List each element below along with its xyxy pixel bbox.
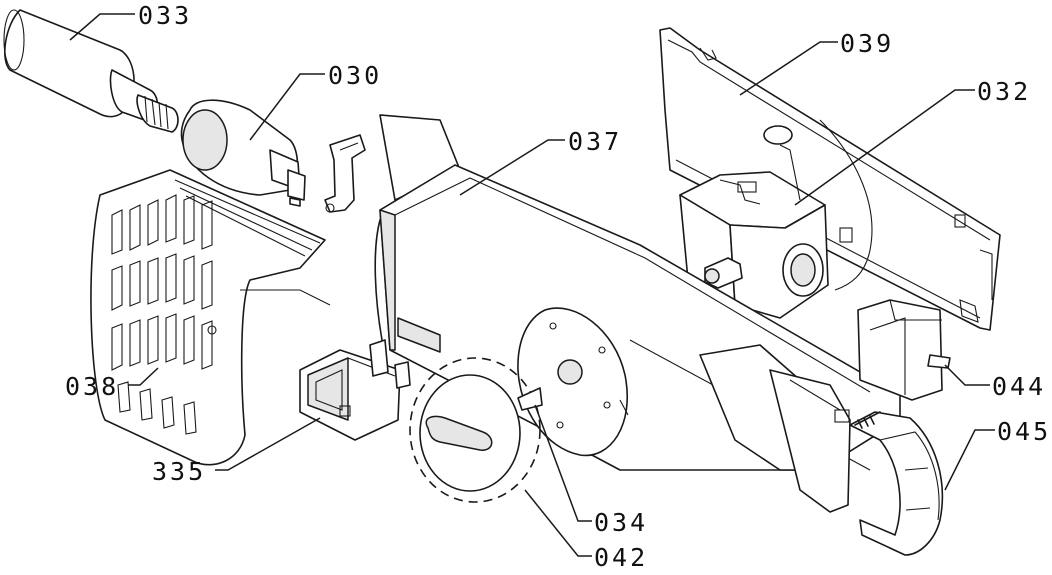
part-dial-plate: [517, 307, 629, 457]
part-main-housing: [374, 114, 901, 513]
label-037: 037: [568, 127, 622, 156]
label-030: 030: [328, 61, 382, 90]
leader-033: [69, 13, 135, 41]
part-knob: [409, 357, 543, 503]
label-039: 039: [840, 29, 894, 58]
label-045: 045: [997, 417, 1051, 446]
part-labels: 033 030 039 032 037 038 335 034 042 044 …: [65, 1, 1051, 572]
part-bracket: [857, 299, 951, 401]
part-rocker-switch: [299, 339, 411, 441]
part-spring-clip: [324, 134, 366, 213]
leader-lines: [69, 13, 995, 557]
leader-044: [944, 364, 990, 386]
part-grille-cover: [90, 169, 331, 466]
label-044: 044: [992, 372, 1046, 401]
label-038: 038: [65, 372, 119, 401]
leader-038: [128, 367, 159, 386]
leader-034: [534, 404, 592, 522]
part-lamp-bulb: [3, 9, 179, 133]
label-032: 032: [977, 77, 1031, 106]
leader-335: [215, 417, 321, 471]
leader-030: [249, 73, 325, 141]
leader-045: [944, 429, 995, 491]
leader-032: [794, 89, 975, 206]
part-end-cover: [849, 411, 944, 556]
label-033: 033: [138, 1, 192, 30]
leader-037: [459, 139, 565, 196]
leader-039: [739, 41, 838, 96]
part-lamp-socket: [180, 99, 306, 207]
leader-042: [524, 489, 592, 557]
label-335: 335: [152, 457, 206, 486]
label-042: 042: [594, 543, 648, 570]
grille-slots: [111, 179, 321, 435]
label-034: 034: [594, 508, 648, 537]
